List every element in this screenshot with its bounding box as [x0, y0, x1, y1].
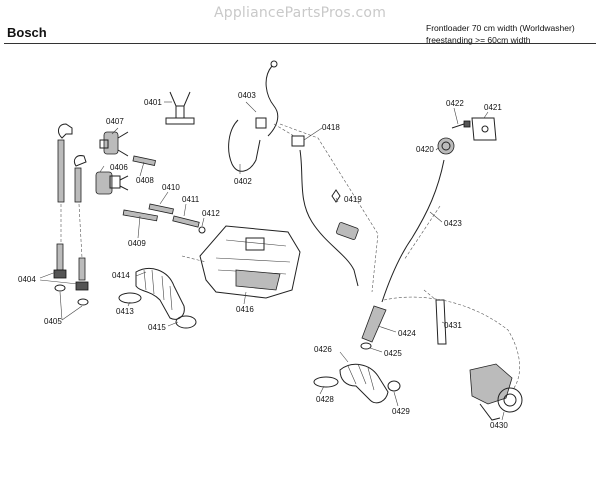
tube-0423	[381, 159, 445, 303]
label-0426: 0426	[314, 345, 332, 354]
description-line-1: Frontloader 70 cm width (Worldwasher)	[426, 23, 575, 33]
label-0416: 0416	[236, 305, 254, 314]
label-0429: 0429	[392, 407, 410, 416]
watermark: AppliancePartsPros.com	[213, 5, 387, 21]
label-0403: 0403	[238, 91, 256, 100]
label-0415: 0415	[148, 323, 166, 332]
label-0402: 0402	[234, 177, 252, 186]
label-0420: 0420	[416, 145, 434, 154]
label-0408: 0408	[136, 176, 154, 185]
clamp-0429	[387, 380, 401, 392]
seal-0425	[360, 342, 372, 350]
hose-0418	[273, 123, 379, 293]
label-0422: 0422	[446, 99, 464, 108]
label-0424: 0424	[398, 329, 416, 338]
label-0404: 0404	[18, 275, 36, 284]
brand-title: Bosch	[7, 25, 47, 40]
label-0423: 0423	[444, 219, 462, 228]
label-0409: 0409	[128, 239, 146, 248]
tubes-0408-0412	[122, 155, 206, 234]
inlet-hose-left	[53, 123, 73, 292]
chamber-0424	[361, 305, 387, 343]
label-0406: 0406	[110, 163, 128, 172]
description-line-2: freestanding >= 60cm width	[426, 35, 531, 45]
label-0418: 0418	[322, 123, 340, 132]
inlet-valve-0407	[99, 131, 129, 157]
inlet-hose-right	[73, 155, 89, 306]
bracket-0421	[471, 117, 497, 141]
clamp-0428	[313, 376, 339, 388]
clamp-0413	[118, 292, 142, 304]
leader-lines	[39, 101, 505, 421]
label-0410: 0410	[162, 183, 180, 192]
bracket-0431	[423, 289, 447, 345]
clamp-0415	[175, 315, 197, 329]
label-0401: 0401	[144, 98, 162, 107]
label-0421: 0421	[484, 103, 502, 112]
label-0431: 0431	[444, 321, 462, 330]
label-0414: 0414	[112, 271, 130, 280]
label-0407: 0407	[106, 117, 124, 126]
label-0428: 0428	[316, 395, 334, 404]
label-0425: 0425	[384, 349, 402, 358]
header-rule	[4, 43, 596, 44]
label-0405: 0405	[44, 317, 62, 326]
clip-0419	[331, 189, 359, 240]
hose-0402	[228, 60, 279, 172]
drain-pump-0430	[469, 363, 523, 421]
label-0419: 0419	[344, 195, 362, 204]
dispenser-0416	[181, 225, 301, 299]
label-0430: 0430	[490, 421, 508, 430]
guide-path	[383, 296, 520, 389]
label-0411: 0411	[182, 195, 200, 204]
model-description: Frontloader 70 cm width (Worldwasher) fr…	[426, 22, 575, 46]
label-0412: 0412	[202, 209, 220, 218]
hose-0414	[135, 268, 185, 320]
screw-0422	[451, 120, 471, 129]
hose-0426	[339, 363, 389, 404]
connector-0401	[165, 91, 195, 125]
inlet-valve-0406	[95, 171, 129, 195]
pressure-switch-0420	[437, 137, 455, 155]
label-0413: 0413	[116, 307, 134, 316]
